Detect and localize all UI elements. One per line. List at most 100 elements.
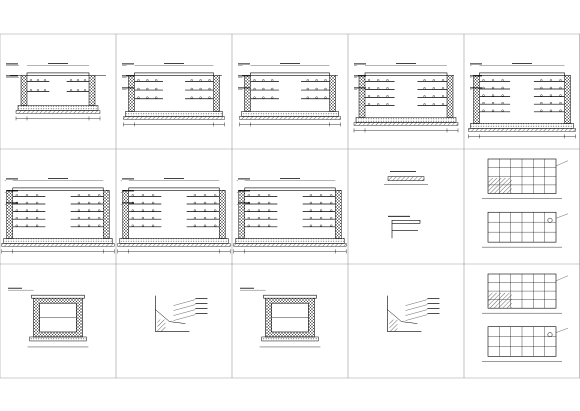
- cable: [36, 79, 40, 82]
- cable: [441, 103, 445, 106]
- cable: [193, 224, 196, 227]
- cable: [25, 201, 29, 204]
- cable: [199, 96, 202, 99]
- cable: [25, 194, 29, 197]
- cover-plate: [128, 187, 220, 191]
- cable: [432, 87, 435, 90]
- drawing-panel-r2c3: [233, 177, 347, 254]
- joint-hatch: [389, 319, 398, 332]
- cable: [190, 96, 193, 99]
- cable: [482, 109, 485, 112]
- cable: [441, 87, 445, 90]
- cable: [432, 79, 435, 82]
- plan-hatch: [488, 177, 512, 194]
- cable: [559, 109, 562, 112]
- cable: [319, 209, 323, 212]
- cable: [549, 101, 553, 105]
- cable: [501, 86, 504, 89]
- base-slab: [119, 238, 229, 244]
- trench-wall-left: [122, 190, 130, 239]
- cable: [501, 101, 504, 105]
- trench-wall-left: [358, 75, 366, 118]
- cable: [549, 86, 553, 89]
- cable: [268, 194, 271, 197]
- cable: [43, 79, 47, 82]
- cable: [152, 194, 155, 197]
- drawing-panel-r3c4: [387, 295, 440, 332]
- cable: [559, 101, 562, 105]
- cable: [87, 194, 91, 197]
- cable: [324, 87, 327, 91]
- drain-symbol: [547, 217, 553, 223]
- cable: [137, 79, 140, 82]
- drawing-panel-r1c4: [353, 63, 459, 133]
- leader-line: [555, 213, 569, 219]
- cushion-layer: [117, 243, 231, 247]
- cable: [330, 224, 333, 227]
- cable: [36, 201, 39, 204]
- cable: [386, 79, 389, 82]
- leader-line: [555, 275, 569, 281]
- cable: [253, 79, 256, 82]
- leader-line: [405, 299, 428, 306]
- cable: [208, 87, 211, 91]
- drawing-panel-r3c1: [8, 287, 89, 348]
- plan-hatch: [488, 292, 512, 309]
- cable: [36, 209, 39, 212]
- cushion-layer: [239, 116, 341, 120]
- pit-cover: [31, 294, 85, 299]
- cable: [36, 194, 39, 197]
- cable: [83, 89, 87, 92]
- cable: [36, 89, 40, 92]
- leader-line: [173, 304, 196, 311]
- cable: [190, 79, 193, 82]
- cable: [203, 201, 207, 204]
- cable: [193, 194, 196, 197]
- cable: [559, 94, 562, 97]
- cable: [77, 217, 80, 220]
- cable: [15, 217, 18, 220]
- cable: [324, 96, 327, 99]
- trench-wall-right: [446, 75, 454, 118]
- cable: [549, 79, 553, 82]
- trench-wall-right: [329, 75, 336, 112]
- cable: [43, 89, 47, 92]
- cable: [152, 209, 155, 212]
- cable: [208, 79, 211, 82]
- cable: [77, 224, 80, 227]
- cable: [247, 217, 250, 220]
- base-slab: [355, 117, 457, 123]
- drawing-panel-r2c2: [117, 177, 231, 254]
- cable: [76, 89, 80, 92]
- base-slab: [470, 123, 574, 129]
- joint-hatch: [157, 319, 166, 332]
- cable: [146, 96, 149, 99]
- cable: [137, 87, 140, 91]
- cable: [131, 194, 134, 197]
- cable: [77, 201, 80, 204]
- cable: [15, 194, 18, 197]
- trench-wall-left: [6, 190, 14, 239]
- cable: [501, 109, 504, 112]
- cable: [319, 194, 323, 197]
- cable: [330, 209, 333, 212]
- cable: [268, 209, 271, 212]
- cushion-layer: [353, 122, 459, 126]
- cable: [386, 103, 389, 106]
- bracket-elevation: [387, 176, 425, 181]
- cable: [309, 201, 312, 204]
- cable: [131, 209, 134, 212]
- cable: [155, 96, 158, 99]
- cable: [87, 209, 91, 212]
- leader-line: [405, 304, 428, 311]
- cable: [25, 217, 29, 220]
- cable: [367, 79, 371, 82]
- cable: [253, 96, 256, 99]
- cover-plate: [134, 72, 214, 76]
- cable: [377, 87, 380, 90]
- cable: [257, 209, 261, 212]
- drawing-panel-r2c5: [482, 158, 569, 248]
- cable: [309, 217, 312, 220]
- cable: [214, 217, 217, 220]
- cable: [262, 96, 265, 99]
